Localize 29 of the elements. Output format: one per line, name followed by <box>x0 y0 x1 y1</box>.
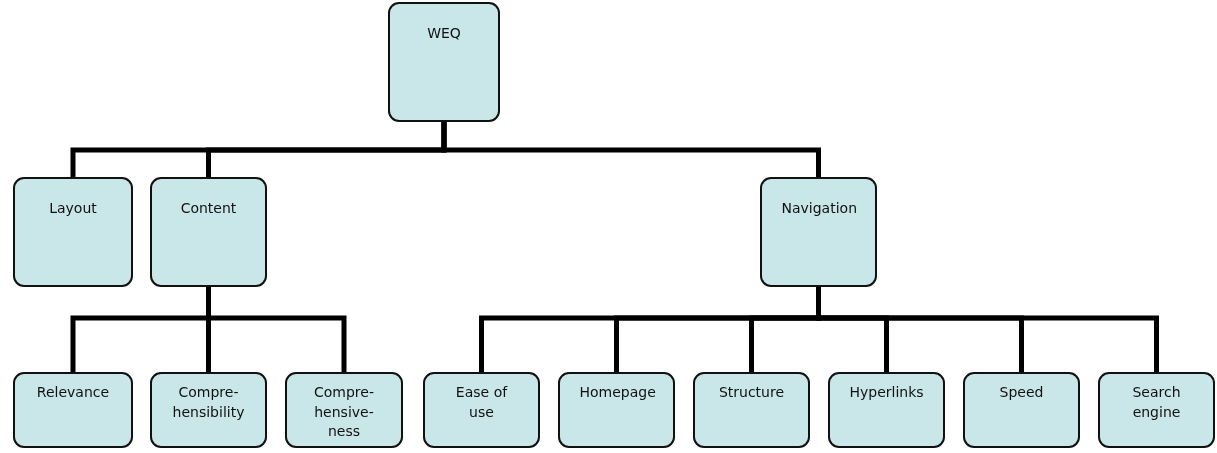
category-box <box>1098 372 1215 448</box>
category-box <box>388 2 500 122</box>
connector-line <box>816 287 1159 372</box>
node-label: Speed <box>999 383 1044 402</box>
node-label: Navigation <box>781 199 856 218</box>
node-label: Layout <box>49 199 97 218</box>
category-box <box>828 372 945 448</box>
node-label: Ease of use <box>454 383 509 422</box>
node-label: Structure <box>718 383 785 402</box>
node-label: Compre- hensive- ness <box>313 383 375 442</box>
node-label: Hyperlinks <box>849 383 924 402</box>
node-label: Content <box>180 199 237 218</box>
category-box <box>150 177 267 287</box>
category-box <box>423 372 540 448</box>
category-box <box>13 177 133 287</box>
category-box <box>285 372 403 448</box>
category-box <box>693 372 810 448</box>
connector-line <box>441 122 821 177</box>
category-box <box>963 372 1080 448</box>
node-label: Relevance <box>36 383 110 402</box>
connector-line <box>206 287 347 372</box>
category-box <box>13 372 133 448</box>
category-box <box>558 372 675 448</box>
node-label: Search engine <box>1131 383 1182 422</box>
node-label: Homepage <box>579 383 654 402</box>
category-box <box>150 372 267 448</box>
category-box <box>760 177 877 287</box>
node-label: WEQ <box>427 24 461 43</box>
node-label: Compre- hensibility <box>171 383 246 422</box>
